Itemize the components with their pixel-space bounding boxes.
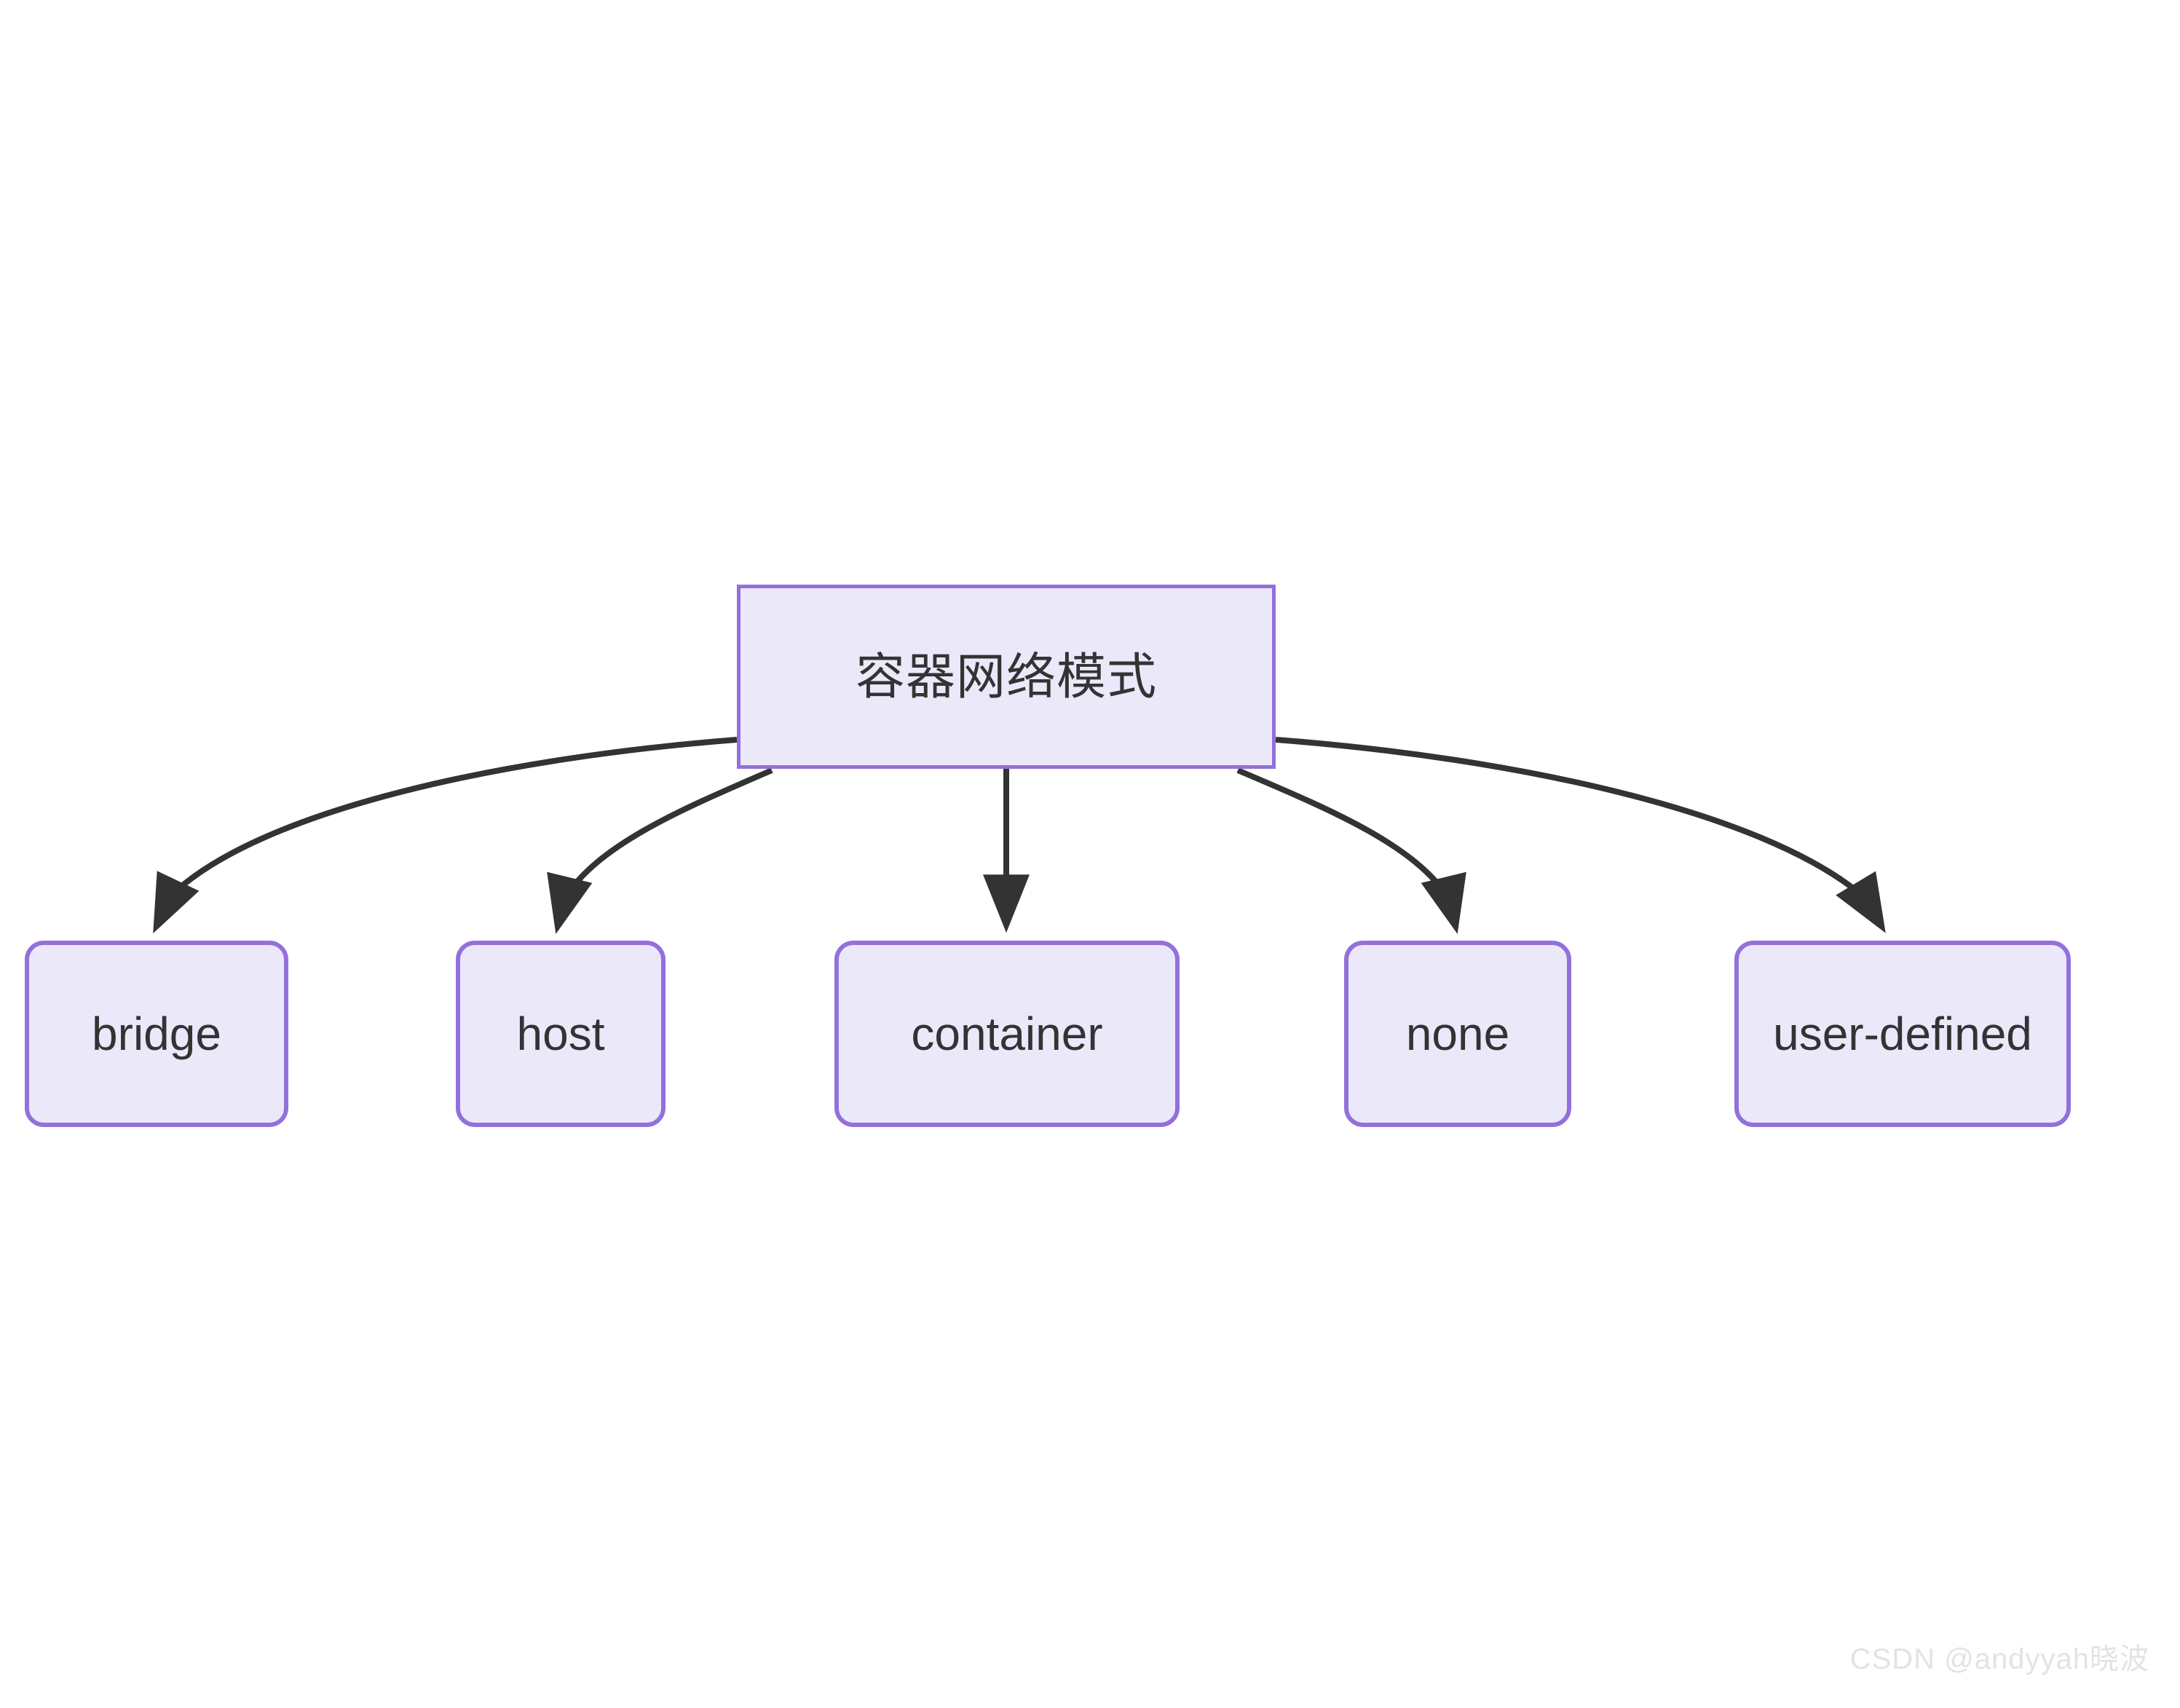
edge-root-to-bridge [153,737,738,934]
node-root[interactable]: 容器网络模式 [737,585,1276,769]
watermark: CSDN @andyyah晓波 [1849,1643,2149,1675]
edge-root-to-user-defined [1275,737,1886,933]
node-root-label: 容器网络模式 [855,649,1157,705]
node-user-defined-label: user-defined [1773,1008,2032,1060]
edge-root-to-host [547,767,773,934]
node-container-label: container [911,1008,1103,1060]
node-container[interactable]: container [834,941,1180,1127]
node-bridge-label: bridge [92,1008,221,1060]
node-none[interactable]: none [1344,941,1571,1127]
node-host-label: host [516,1008,605,1060]
node-host[interactable]: host [456,941,666,1127]
node-none-label: none [1405,1008,1510,1060]
edge-root-to-none [1236,767,1466,934]
node-bridge[interactable]: bridge [25,941,288,1127]
node-user-defined[interactable]: user-defined [1734,941,2071,1127]
